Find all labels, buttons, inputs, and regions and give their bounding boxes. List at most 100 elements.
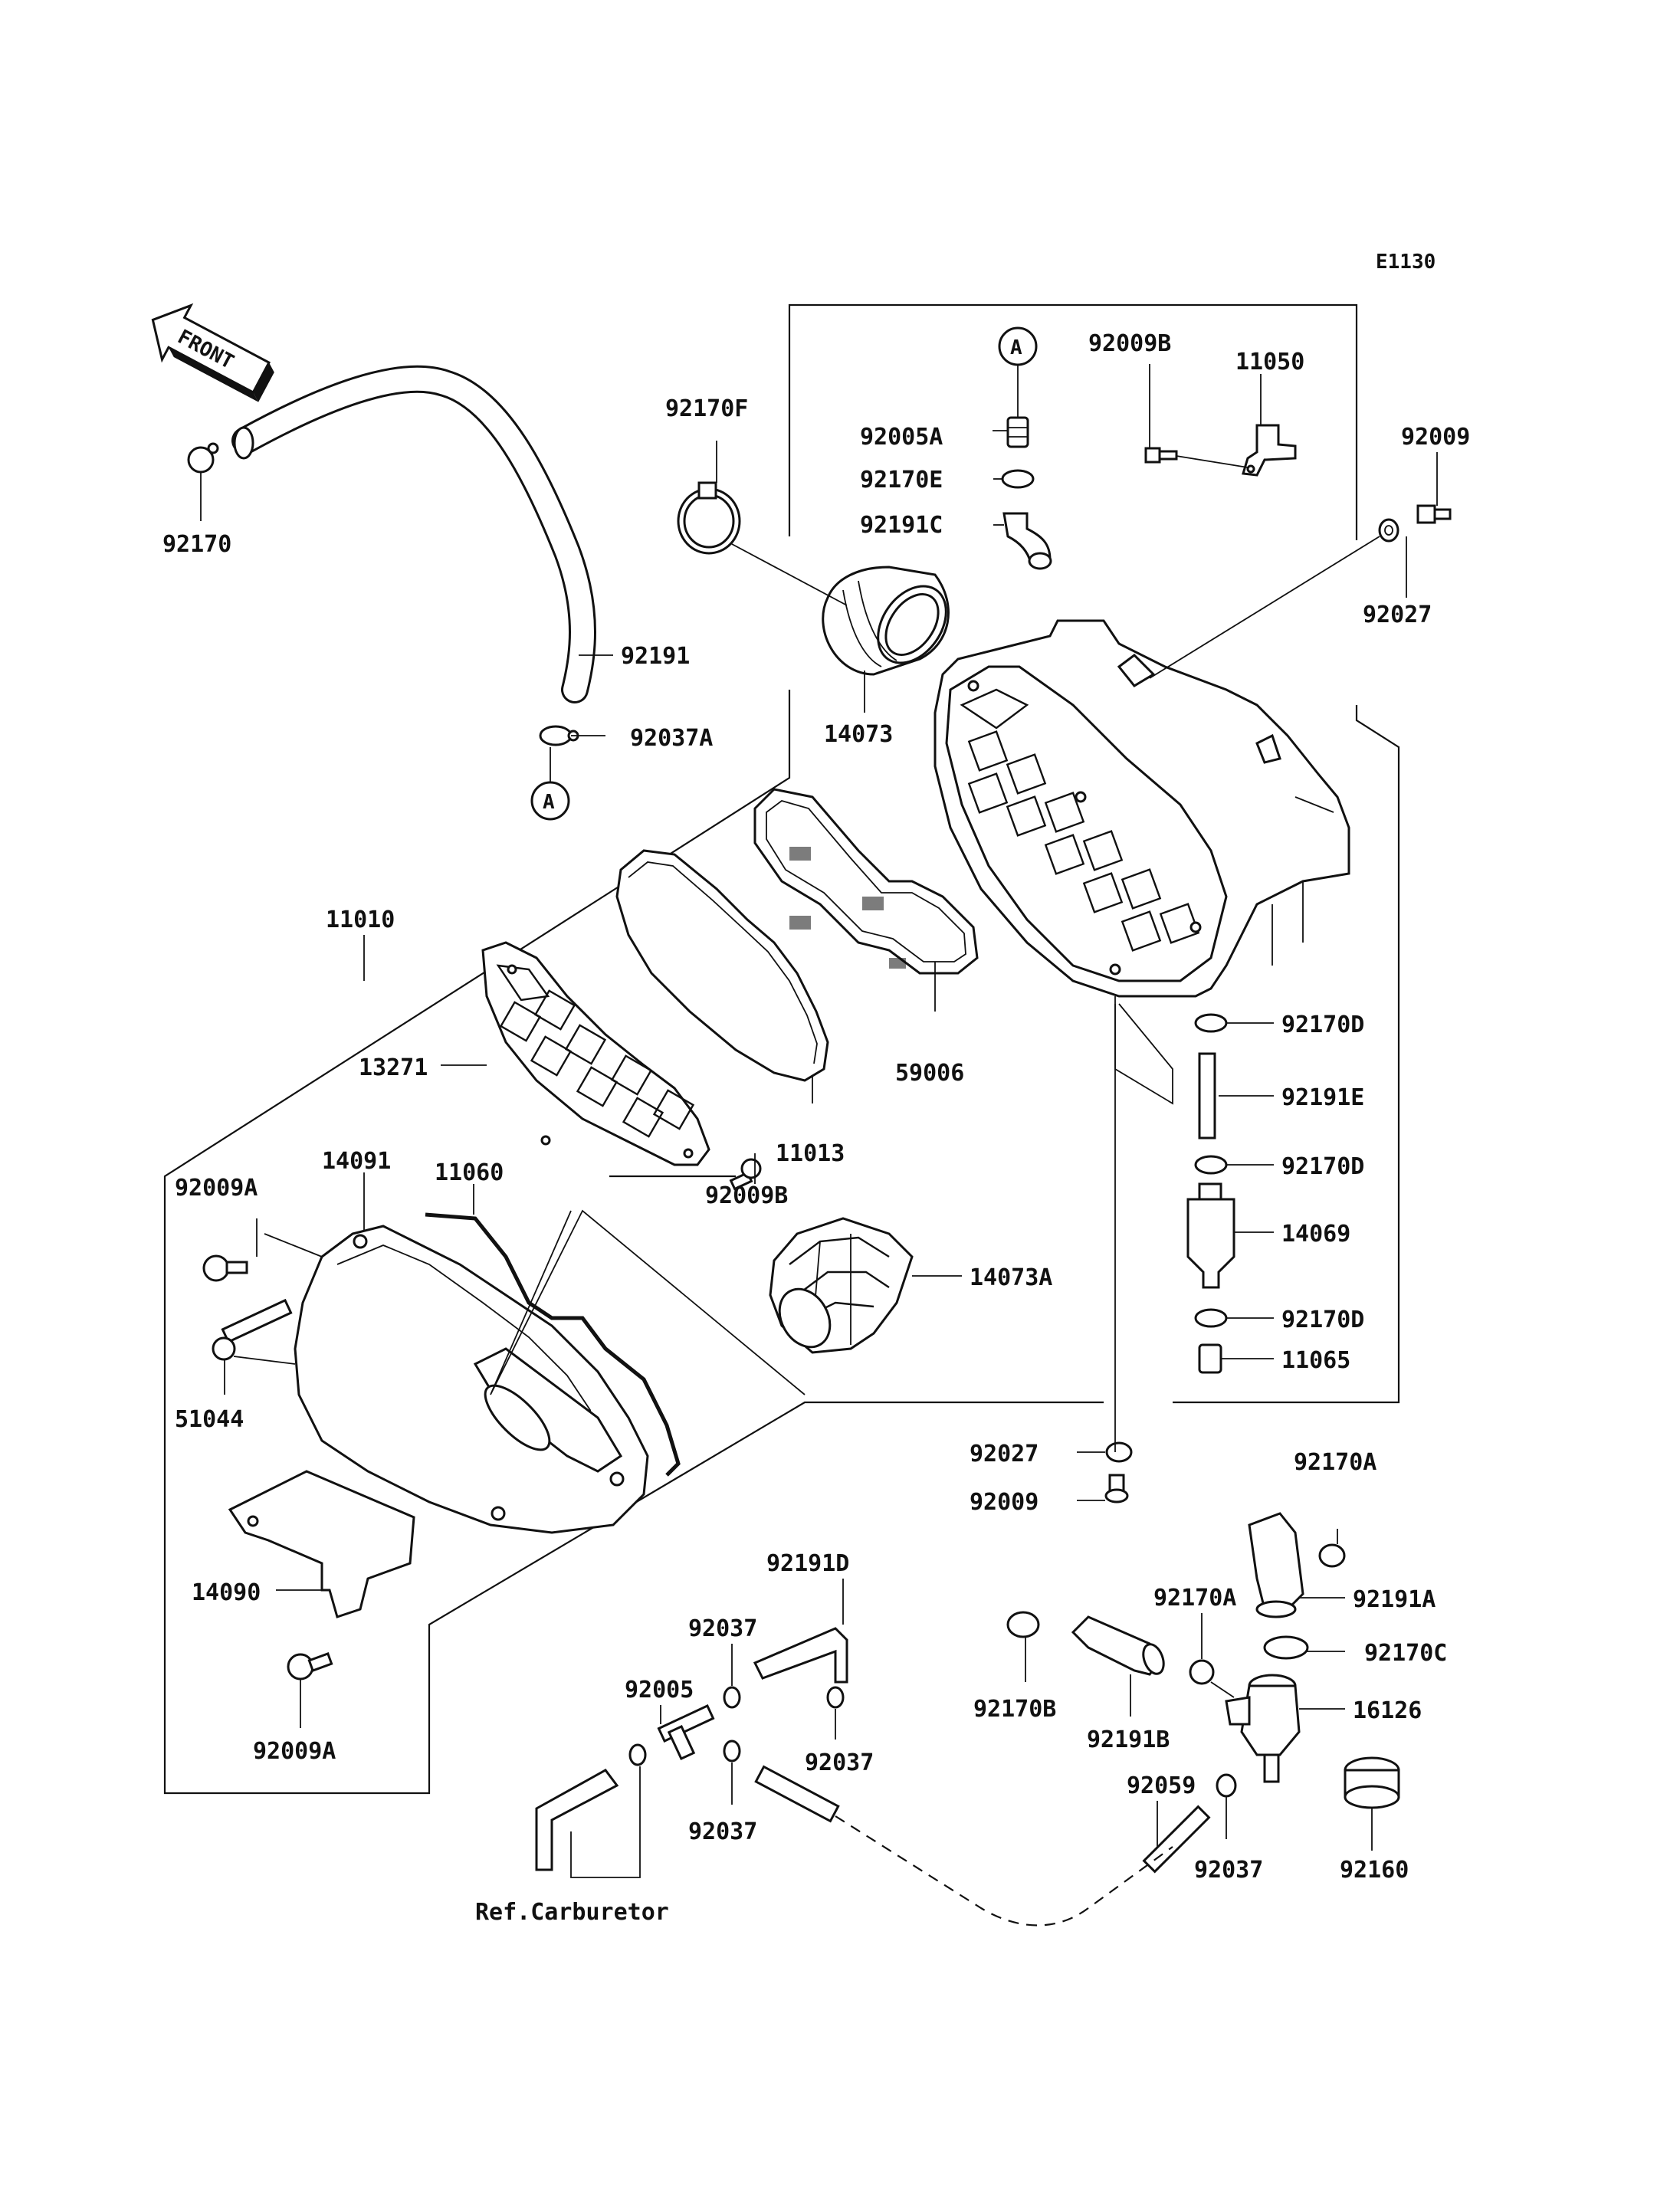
- label-92005: 92005: [625, 1677, 694, 1703]
- clamp-92037-b: [826, 1686, 845, 1709]
- label-92027-lower: 92027: [970, 1441, 1039, 1467]
- label-92170D-3: 92170D: [1281, 1307, 1364, 1333]
- clamp-92170D-2: [1194, 1155, 1228, 1175]
- case-14091: [294, 1225, 649, 1534]
- label-92191C: 92191C: [860, 512, 943, 539]
- bracket-11050: [1242, 424, 1297, 477]
- clamp-92170D-3: [1194, 1308, 1228, 1328]
- clamp-92170E: [1001, 469, 1035, 489]
- label-13271: 13271: [359, 1054, 428, 1081]
- label-11013: 11013: [776, 1140, 845, 1167]
- label-11065: 11065: [1281, 1347, 1350, 1374]
- screen-13271: [481, 941, 710, 1166]
- label-92009-lower: 92009: [970, 1489, 1039, 1516]
- clamp-92170: [187, 442, 219, 474]
- assembly-frame: [163, 303, 1400, 1795]
- bolt-92009B-top: [1144, 447, 1178, 464]
- clamp-92170D-1: [1194, 1013, 1228, 1033]
- joint-92005: [657, 1704, 715, 1761]
- bracket-14090: [228, 1470, 415, 1618]
- label-92170C: 92170C: [1364, 1640, 1447, 1667]
- label-14069: 14069: [1281, 1221, 1350, 1248]
- washer-92027-lower: [1105, 1441, 1133, 1463]
- clamp-92170A-right: [1318, 1543, 1346, 1568]
- label-11050: 11050: [1235, 349, 1304, 375]
- label-11010: 11010: [326, 907, 395, 933]
- duct-14073A: [769, 1217, 914, 1354]
- label-92037-a: 92037: [688, 1615, 757, 1642]
- plug-11065: [1198, 1343, 1222, 1374]
- label-92037A: 92037A: [630, 725, 713, 752]
- duct-14073: [822, 566, 950, 676]
- label-92037-d: 92037: [1194, 1857, 1263, 1884]
- washer-92027-right: [1378, 518, 1399, 543]
- filter-element-59006: [753, 788, 979, 975]
- label-51044: 51044: [175, 1406, 244, 1433]
- part-labels: 92170F 92005A 92170E 92191C 92009B 11050…: [162, 330, 1470, 1926]
- filter-14069: [1186, 1182, 1235, 1289]
- label-92009A-lower: 92009A: [253, 1738, 336, 1765]
- bolt-92009-lower: [1104, 1474, 1129, 1503]
- ref-carburetor-note: Ref.Carburetor: [475, 1899, 669, 1926]
- foam-element-11013: [615, 849, 829, 1082]
- hose-92191B: [1071, 1615, 1165, 1676]
- ref-marker-a-lower: A: [530, 781, 570, 821]
- label-92009A-upper: 92009A: [175, 1175, 258, 1202]
- label-92170: 92170: [162, 531, 231, 558]
- label-92191: 92191: [621, 643, 690, 670]
- label-92037-b: 92037: [805, 1749, 874, 1776]
- ref-marker-a-top: A: [998, 326, 1038, 366]
- hose-straight-bottom: [754, 1765, 840, 1823]
- air-cleaner-housing: [934, 619, 1350, 998]
- label-92009B-top: 92009B: [1088, 330, 1171, 357]
- front-arrow-icon: FRONT: [151, 303, 274, 402]
- label-14091: 14091: [322, 1148, 391, 1175]
- clamp-92037-right: [1216, 1773, 1237, 1798]
- carb-hose: [535, 1769, 619, 1871]
- hose-92191C: [1002, 512, 1052, 570]
- drain-51044: [212, 1298, 293, 1361]
- label-92160: 92160: [1340, 1857, 1409, 1884]
- label-92191E: 92191E: [1281, 1084, 1364, 1111]
- cap-92160: [1344, 1756, 1400, 1809]
- label-92170A-mid: 92170A: [1153, 1585, 1236, 1612]
- leader-lines: [200, 364, 1438, 1926]
- label-92027-right: 92027: [1363, 602, 1432, 628]
- label-92191B: 92191B: [1087, 1726, 1170, 1753]
- gasket-11060: [425, 1212, 681, 1477]
- label-11060: 11060: [435, 1159, 504, 1186]
- clamp-92170F: [677, 481, 741, 555]
- label-92009-right: 92009: [1401, 424, 1470, 451]
- bolt-92009A-lower: [287, 1652, 333, 1681]
- label-92005A: 92005A: [860, 424, 943, 451]
- breather-hose: [231, 365, 596, 703]
- clamp-92037-d: [628, 1743, 647, 1766]
- clamp-92170B: [1006, 1611, 1040, 1638]
- label-92191D: 92191D: [766, 1550, 849, 1577]
- label-92009B-mid: 92009B: [705, 1182, 788, 1209]
- bolt-92009B-mid: [729, 1158, 762, 1191]
- label-92059: 92059: [1127, 1772, 1196, 1799]
- clamp-92170C: [1263, 1635, 1309, 1660]
- label-92191A: 92191A: [1353, 1586, 1436, 1613]
- label-92170B: 92170B: [973, 1696, 1056, 1723]
- bolt-92009-right: [1416, 504, 1452, 524]
- hose-92191D: [753, 1627, 848, 1684]
- clamp-92037-a: [723, 1686, 741, 1709]
- svg-text:A: A: [1010, 336, 1022, 359]
- label-14073A: 14073A: [970, 1264, 1052, 1291]
- hose-92191E: [1198, 1052, 1216, 1139]
- label-92170D-2: 92170D: [1281, 1153, 1364, 1180]
- label-14090: 14090: [192, 1579, 261, 1606]
- label-92170F: 92170F: [665, 395, 748, 422]
- label-14073: 14073: [824, 721, 893, 748]
- valve-16126: [1225, 1674, 1301, 1783]
- svg-text:A: A: [543, 791, 555, 814]
- diagram-code: E1130: [1376, 251, 1436, 274]
- clamp-92170A-mid: [1189, 1659, 1215, 1685]
- label-92170E: 92170E: [860, 467, 943, 494]
- label-92170A-right: 92170A: [1294, 1449, 1376, 1476]
- bolt-92009A-upper: [202, 1254, 248, 1282]
- cap-92005A: [1006, 416, 1029, 448]
